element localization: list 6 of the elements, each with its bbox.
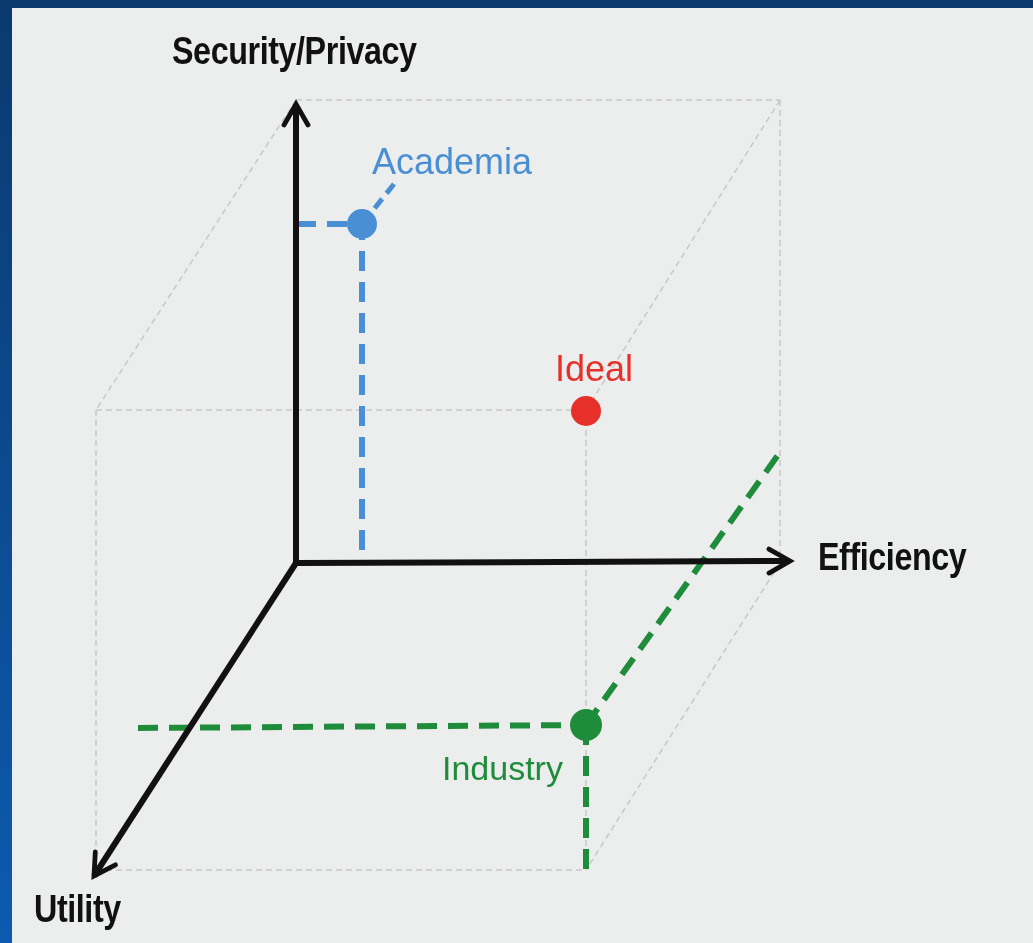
axis-label: Efficiency (818, 536, 967, 579)
point-label: Academia (372, 140, 552, 184)
point-label: Ideal (555, 348, 634, 390)
axis-label: Security/Privacy (172, 30, 417, 73)
axis-label: Utility (34, 888, 121, 931)
point-label: Industry (442, 749, 563, 788)
